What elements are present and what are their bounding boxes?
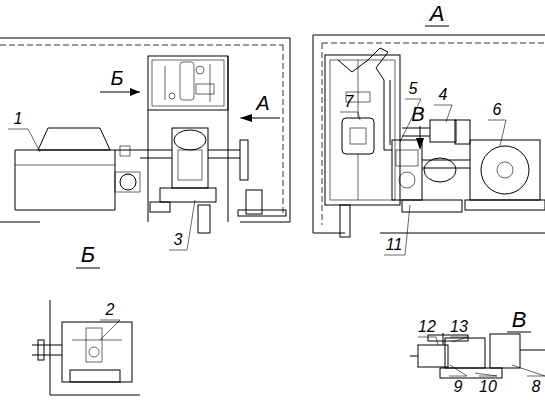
callout-number: 1	[14, 111, 23, 127]
callout-number: 4	[439, 87, 448, 103]
callout-number: 10	[479, 379, 497, 395]
view-letter: В	[411, 104, 424, 124]
side-view	[0, 38, 290, 233]
callout-number: 6	[493, 102, 502, 118]
view-letter: Б	[81, 244, 95, 266]
view-a	[313, 35, 545, 237]
callout-number: 11	[386, 237, 403, 253]
callout-number: 2	[106, 302, 115, 318]
callout-number: 13	[450, 319, 468, 335]
view-letter: В	[512, 309, 527, 331]
callout-number: 3	[174, 232, 183, 248]
view-letter: Б	[110, 68, 123, 88]
view-letter: А	[256, 93, 269, 113]
callout-number: 8	[532, 379, 541, 395]
callout-number: 12	[418, 319, 436, 335]
view-letter: А	[430, 3, 445, 25]
leader-lines	[8, 26, 545, 376]
view-v	[410, 333, 545, 378]
callout-number: 9	[454, 379, 463, 395]
view-b	[32, 300, 140, 395]
callout-number: 7	[345, 94, 354, 110]
callout-number: 5	[409, 81, 418, 97]
